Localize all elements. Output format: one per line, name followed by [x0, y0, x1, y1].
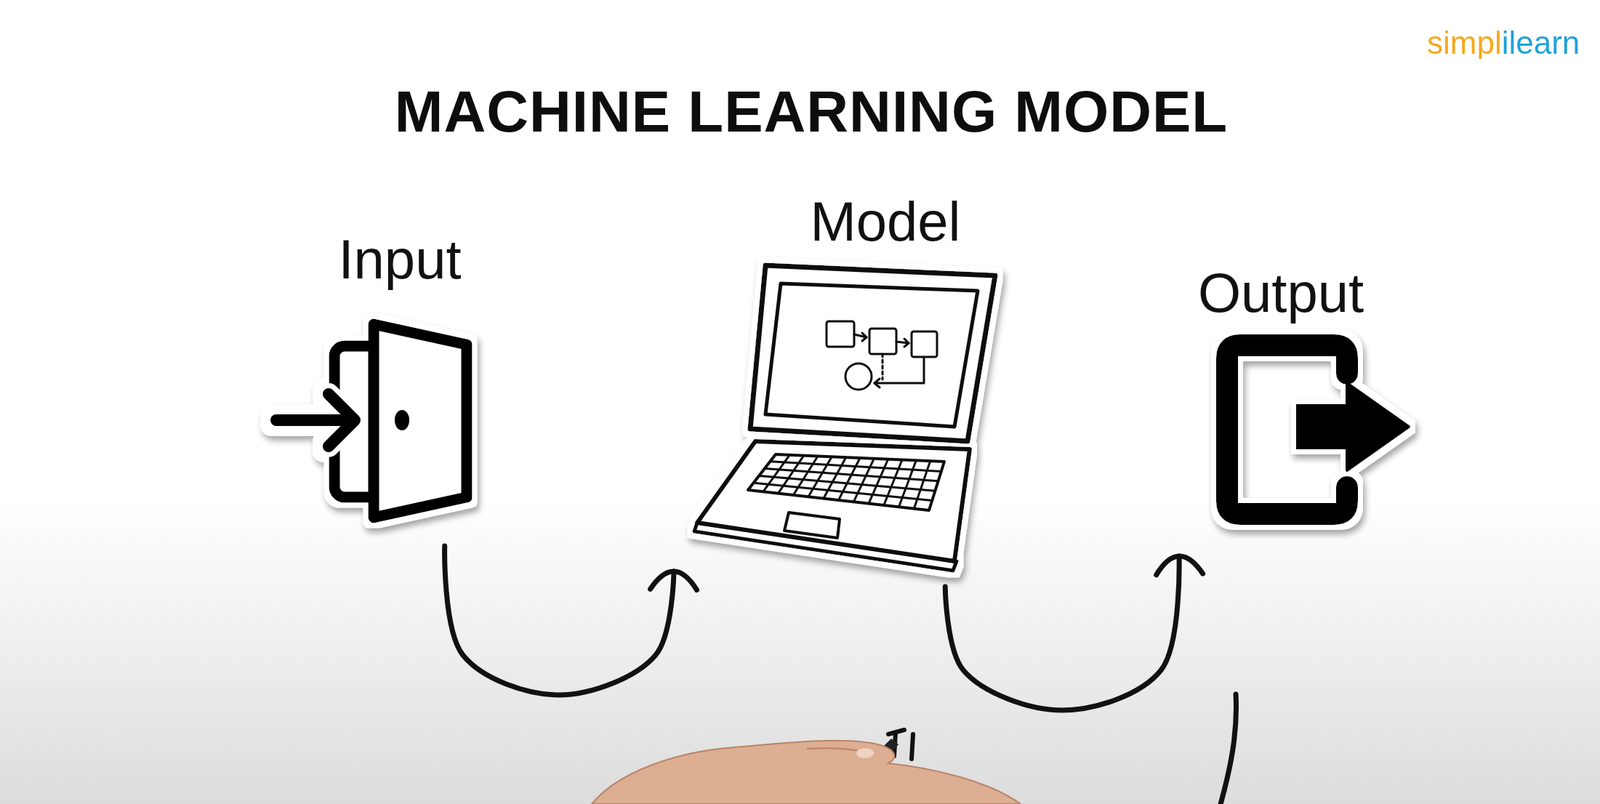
diagram-title: MACHINE LEARNING MODEL — [394, 82, 1228, 142]
node-label: Model — [810, 194, 962, 250]
node-label: Input — [338, 231, 461, 288]
icon-node: Model — [694, 194, 1001, 567]
curved-arrow — [444, 545, 674, 695]
node-label: Output — [1198, 265, 1364, 321]
door-icon — [276, 324, 467, 518]
icon-node: Input — [270, 231, 476, 521]
curved-arrow — [945, 556, 1180, 711]
icon-node: Output — [1194, 265, 1414, 531]
exit-icon — [1227, 345, 1409, 514]
logo-watermark: simplilearn — [1426, 26, 1580, 59]
laptop-illustration — [694, 265, 996, 571]
drawing-hand — [591, 738, 1021, 804]
marker-stroke — [1219, 694, 1236, 804]
